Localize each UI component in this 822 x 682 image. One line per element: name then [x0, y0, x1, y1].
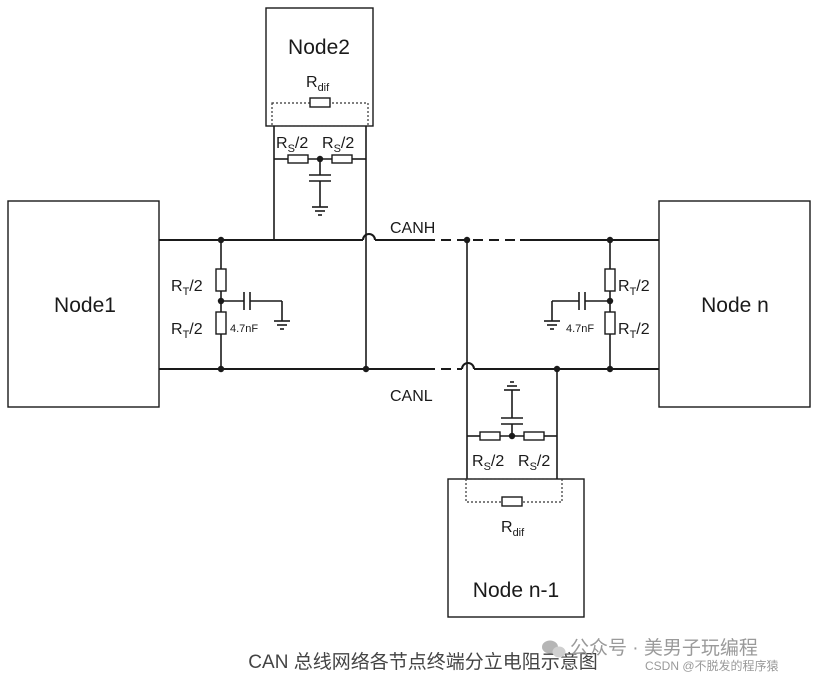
junction-dot [508, 432, 516, 440]
capacitor-value-label: 4.7nF [566, 323, 594, 335]
node2-termination [271, 97, 369, 369]
node1-label: Node1 [54, 294, 116, 317]
node-n-box [658, 200, 811, 408]
diagram-caption: CAN 总线网络各节点终端分立电阻示意图 [248, 651, 597, 673]
rdif-label: Rdif [501, 519, 525, 539]
rt-half-label: RT/2 [618, 278, 650, 298]
rs-half-label: RS/2 [322, 135, 354, 155]
rs-half-label: RS/2 [472, 453, 504, 473]
junction-dot [217, 297, 225, 305]
junction-dot [606, 297, 614, 305]
junction-dot [217, 236, 225, 244]
rs-half-label: RS/2 [276, 135, 308, 155]
junction-dot [606, 365, 614, 373]
watermark-csdn: CSDN @不脱发的程序猿 [645, 658, 779, 673]
junction-dot [217, 365, 225, 373]
node2-box [265, 7, 374, 127]
node-n-termination [544, 240, 616, 369]
canl-label: CANL [390, 388, 433, 405]
junction-dot [316, 155, 324, 163]
node1-termination [215, 240, 290, 369]
rt-half-label: RT/2 [618, 321, 650, 341]
canh-label: CANH [390, 220, 435, 237]
capacitor-value-label: 4.7nF [230, 323, 258, 335]
node-n-label: Node n [701, 294, 769, 317]
junction-dot [606, 236, 614, 244]
junction-dot [362, 365, 370, 373]
wechat-icon [542, 640, 566, 658]
rt-half-label: RT/2 [171, 278, 203, 298]
rt-half-label: RT/2 [171, 321, 203, 341]
node-n-1-termination [465, 240, 563, 507]
node2-label: Node2 [288, 36, 350, 59]
canl-bus-line [159, 362, 659, 370]
junction-dot [463, 236, 471, 244]
canh-bus-line [159, 233, 659, 241]
watermark-account: 公众号 · 美男子玩编程 [570, 637, 758, 659]
junction-dot [553, 365, 561, 373]
node-n-1-label: Node n-1 [473, 579, 559, 602]
node1-box [7, 200, 160, 408]
rs-half-label: RS/2 [518, 453, 550, 473]
rdif-label: Rdif [306, 74, 330, 94]
